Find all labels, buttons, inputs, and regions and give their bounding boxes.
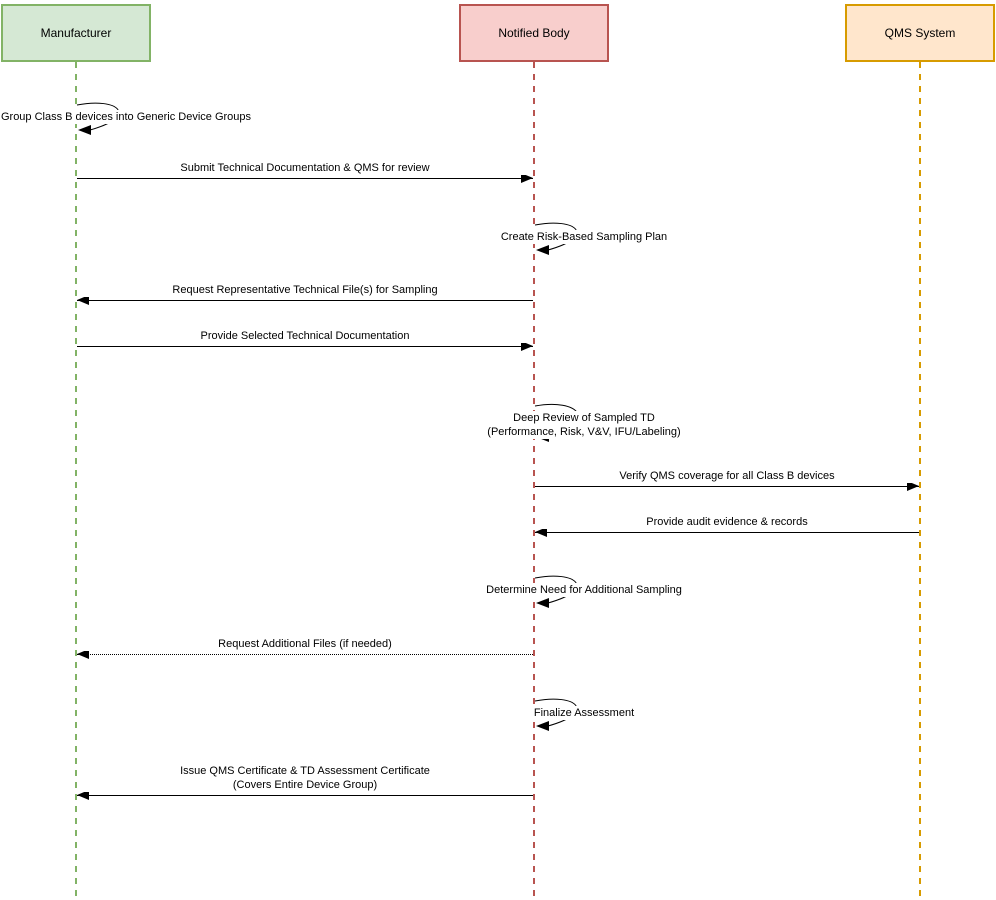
- arrowhead-right-icon: [521, 341, 533, 351]
- message-line: [77, 790, 533, 800]
- arrowhead-left-icon: [535, 527, 547, 537]
- lifeline-notified-body: [533, 62, 535, 900]
- actor-label-manufacturer: Manufacturer: [40, 26, 112, 40]
- message-label: Request Representative Technical File(s)…: [77, 283, 533, 297]
- message-line: [535, 481, 919, 491]
- self-loop-arrow-icon: [534, 698, 578, 731]
- arrowhead-right-icon: [521, 173, 533, 183]
- arrowhead-left-icon: [77, 649, 89, 659]
- lifeline-qms-system: [919, 62, 921, 900]
- message-label: Request Additional Files (if needed): [77, 637, 533, 651]
- lifeline-manufacturer: [75, 62, 77, 900]
- message-line-dotted: [77, 649, 533, 659]
- message-label: Issue QMS Certificate & TD Assessment Ce…: [77, 764, 533, 792]
- message-label: Deep Review of Sampled TD (Performance, …: [468, 411, 700, 439]
- self-loop-arrow-icon: [76, 102, 120, 135]
- message-label: Provide audit evidence & records: [535, 515, 919, 529]
- actor-box-manufacturer: Manufacturer: [1, 4, 151, 62]
- arrowhead-left-icon: [77, 295, 89, 305]
- message-provide-audit-evidence: Provide audit evidence & records: [535, 515, 919, 537]
- message-label: Determine Need for Additional Sampling: [485, 583, 683, 597]
- message-request-tech-files: Request Representative Technical File(s)…: [77, 283, 533, 305]
- message-line: [77, 295, 533, 305]
- message-line: [77, 341, 533, 351]
- arrowhead-left-icon: [77, 790, 89, 800]
- message-provide-selected-td: Provide Selected Technical Documentation: [77, 329, 533, 351]
- message-label: Finalize Assessment: [532, 706, 636, 720]
- message-line: [535, 527, 919, 537]
- arrowhead-right-icon: [907, 481, 919, 491]
- message-verify-qms-coverage: Verify QMS coverage for all Class B devi…: [535, 469, 919, 491]
- self-loop-arrow-icon: [534, 575, 578, 608]
- actor-box-notified-body: Notified Body: [459, 4, 609, 62]
- message-label: Group Class B devices into Generic Devic…: [0, 110, 253, 124]
- message-label: Create Risk-Based Sampling Plan: [499, 230, 669, 244]
- actor-box-qms-system: QMS System: [845, 4, 995, 62]
- message-label: Provide Selected Technical Documentation: [77, 329, 533, 343]
- actor-label-notified-body: Notified Body: [498, 26, 570, 40]
- message-label: Verify QMS coverage for all Class B devi…: [535, 469, 919, 483]
- message-issue-certificates: Issue QMS Certificate & TD Assessment Ce…: [77, 764, 533, 800]
- message-line: [77, 173, 533, 183]
- message-request-additional-files: Request Additional Files (if needed): [77, 637, 533, 659]
- self-loop-arrow-icon: [534, 222, 578, 255]
- message-submit-td-qms: Submit Technical Documentation & QMS for…: [77, 161, 533, 183]
- message-label: Submit Technical Documentation & QMS for…: [77, 161, 533, 175]
- actor-label-qms-system: QMS System: [884, 26, 956, 40]
